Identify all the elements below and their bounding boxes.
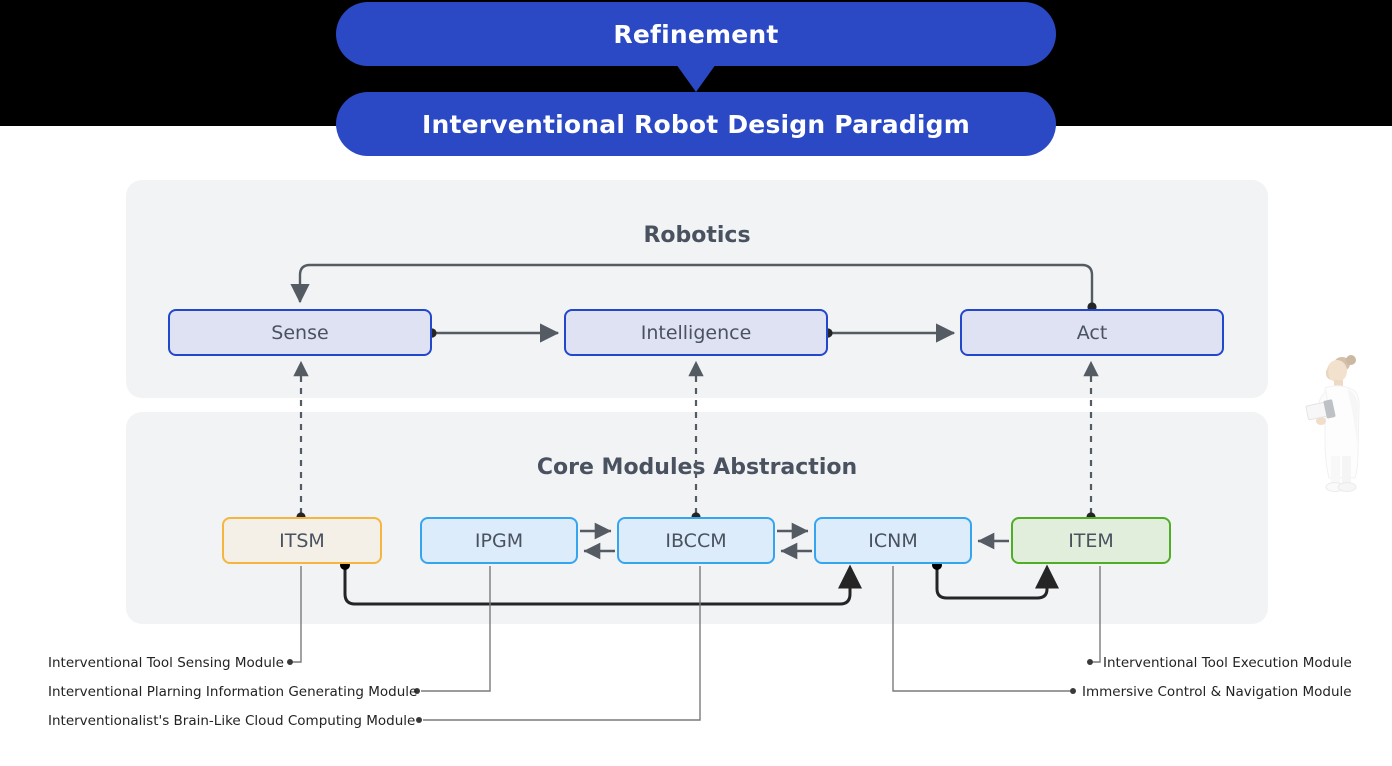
node-sense-label: Sense	[271, 321, 329, 344]
legend-item: Interventional Tool Execution Module	[1103, 655, 1352, 671]
node-item-label: ITEM	[1068, 529, 1114, 552]
refinement-to-paradigm-arrow-icon	[676, 64, 716, 92]
node-itsm-label: ITSM	[279, 529, 325, 552]
node-item[interactable]: ITEM	[1011, 517, 1171, 564]
legend-itsm: Interventional Tool Sensing Module	[48, 655, 284, 671]
node-intelligence-label: Intelligence	[640, 321, 752, 344]
paradigm-label: Interventional Robot Design Paradigm	[421, 109, 971, 139]
core-modules-panel-title: Core Modules Abstraction	[536, 455, 858, 480]
node-ipgm[interactable]: IPGM	[420, 517, 578, 564]
node-act[interactable]: Act	[960, 309, 1224, 356]
robotics-panel-title: Robotics	[643, 223, 751, 248]
node-intelligence[interactable]: Intelligence	[564, 309, 828, 356]
node-sense[interactable]: Sense	[168, 309, 432, 356]
node-itsm[interactable]: ITSM	[222, 517, 382, 564]
node-icnm-label: ICNM	[868, 529, 918, 552]
legend-ibccm: Interventionalist's Brain-Like Cloud Com…	[48, 713, 416, 729]
node-ibccm-label: IBCCM	[665, 529, 727, 552]
node-ibccm[interactable]: IBCCM	[617, 517, 775, 564]
clinician-with-tablet-icon	[1305, 355, 1360, 492]
paradigm-pill[interactable]: Interventional Robot Design Paradigm	[336, 92, 1056, 156]
robotics-panel: Robotics	[126, 180, 1268, 398]
legend-icnm: Immersive Control & Navigation Module	[1082, 684, 1352, 700]
node-ipgm-label: IPGM	[474, 529, 524, 552]
node-icnm[interactable]: ICNM	[814, 517, 972, 564]
node-act-label: Act	[1076, 321, 1108, 344]
refinement-label: Refinement	[613, 19, 779, 49]
refinement-pill[interactable]: Refinement	[336, 2, 1056, 66]
legend-ipgm: Interventional Plarning Information Gene…	[48, 684, 418, 700]
